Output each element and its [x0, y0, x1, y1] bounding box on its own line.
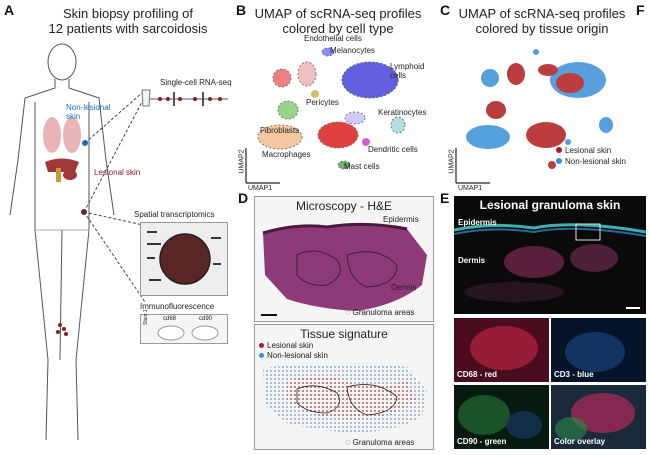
panel-label-f: F: [636, 2, 645, 18]
if-overview-image: Lesional granuloma skin Epidermis Dermis: [454, 196, 646, 314]
sig-granuloma-text: Granuloma areas: [352, 438, 415, 447]
label-fibroblasts: Fibroblasts: [260, 126, 300, 135]
sig-nonlesional-text: Non-lesional skin: [267, 351, 328, 360]
label-macrophages: Macrophages: [262, 150, 311, 159]
if-label: Immunofluorescence: [140, 302, 215, 311]
spatial-label: Spatial transcriptomics: [134, 210, 215, 219]
legend-nonlesional: Non-lesional skin: [556, 157, 626, 166]
he-granuloma-legend: ◌ Granuloma areas: [345, 307, 414, 317]
non-lesional-line1: Non-lesional: [66, 103, 111, 112]
legend-lesional-swatch: [556, 147, 562, 153]
panel-label-b: B: [236, 2, 247, 18]
label-lymphoid-line1: Lymphoid: [390, 62, 425, 71]
if-cd68-label: cd68: [163, 316, 177, 322]
sig-nonlesional-swatch: [259, 353, 264, 358]
sig-title: Tissue signature: [300, 327, 388, 341]
if-cd90-label: cd90: [199, 316, 213, 322]
panel-label-e: E: [440, 190, 450, 206]
umap-celltype-plot: [245, 47, 406, 184]
overlay-label: Color overlay: [554, 437, 606, 446]
label-dendritic: Dendritic cells: [368, 145, 418, 154]
granuloma-icon: ◌: [345, 307, 351, 317]
he-granuloma-text: Granuloma areas: [352, 308, 415, 317]
legend-lesional: Lesional skin: [556, 146, 611, 155]
label-endothelial: Endothelial cells: [304, 34, 362, 43]
scrna-icon: [141, 89, 228, 107]
spatial-thumbnail: [140, 222, 228, 296]
panel-a-title-line2: 12 patients with sarcoidosis: [48, 21, 208, 36]
panel-label-a: A: [4, 2, 15, 18]
legend-nonlesional-swatch: [556, 158, 562, 164]
panel-label-c: C: [440, 2, 451, 18]
legend-lesional-text: Lesional skin: [565, 146, 612, 155]
if-cd3-tile: CD3 - blue: [551, 318, 646, 382]
panel-c-title-line2: colored by tissue origin: [475, 21, 609, 36]
panel-a-title-line1: Skin biopsy profiling of: [62, 6, 194, 21]
umap-tissue-plot: [455, 49, 613, 184]
body-illustration: [9, 43, 146, 441]
e-epidermis-label: Epidermis: [458, 218, 497, 227]
sig-lesional-swatch: [259, 343, 264, 348]
cd68-label: CD68 - red: [457, 370, 498, 379]
label-pericytes: Pericytes: [306, 98, 339, 107]
if-cd90-tile: CD90 - green: [454, 385, 549, 449]
he-dermis-label: Dermis: [391, 283, 417, 292]
panel-b-title-line1: UMAP of scRNA-seq profiles: [254, 6, 422, 21]
e-title: Lesional granuloma skin: [479, 198, 621, 212]
sig-legend-lesional: Lesional skin: [259, 341, 313, 350]
panel-label-d: D: [238, 190, 249, 206]
e-dermis-label: Dermis: [458, 256, 486, 265]
sig-lesional-text: Lesional skin: [267, 341, 314, 350]
lesional-label: Lesional skin: [94, 168, 141, 177]
b-xaxis-label: UMAP1: [248, 185, 273, 192]
label-melanocytes: Melanocytes: [330, 46, 375, 55]
if-overlay-tile: Color overlay: [551, 385, 646, 449]
he-title: Microscopy - H&E: [295, 199, 393, 213]
he-epidermis-label: Epidermis: [383, 215, 419, 224]
label-lymphoid: Lymphoid cells: [390, 62, 424, 80]
panel-a-title: Skin biopsy profiling of 12 patients wit…: [28, 6, 228, 36]
if-thumbnail: Stain 1 cd68 cd90: [140, 309, 228, 344]
b-yaxis-label: UMAP2: [238, 149, 246, 174]
panel-c-title-line1: UMAP of scRNA-seq profiles: [458, 6, 626, 21]
panel-c-title: UMAP of scRNA-seq profiles colored by ti…: [452, 6, 632, 36]
he-microscopy-box: Microscopy - H&E Epidermis Dermis ◌ Gran…: [254, 196, 434, 322]
label-keratinocytes: Keratinocytes: [378, 108, 427, 117]
scrna-label: Single-cell RNA-seq: [160, 78, 232, 87]
label-lymphoid-line2: cells: [390, 71, 407, 80]
label-mast: Mast cells: [344, 162, 380, 171]
cd3-label: CD3 - blue: [554, 370, 594, 379]
legend-nonlesional-text: Non-lesional skin: [565, 157, 626, 166]
sig-granuloma-icon: ◌: [345, 437, 351, 447]
cd90-label: CD90 - green: [457, 437, 507, 446]
panel-b-title-line2: colored by cell type: [282, 21, 394, 36]
panel-b-title: UMAP of scRNA-seq profiles colored by ce…: [248, 6, 428, 36]
non-lesional-line2: skin: [66, 112, 81, 121]
non-lesional-label: Non-lesional skin: [66, 103, 110, 121]
if-cd68-tile: CD68 - red: [454, 318, 549, 382]
c-yaxis-label: UMAP2: [448, 149, 456, 174]
sig-granuloma-legend: ◌ Granuloma areas: [345, 437, 414, 447]
c-xaxis-label: UMAP1: [458, 185, 483, 192]
tissue-signature-box: Tissue signature Lesional skin Non-lesio…: [254, 324, 434, 450]
sig-legend-nonlesional: Non-lesional skin: [259, 351, 328, 360]
